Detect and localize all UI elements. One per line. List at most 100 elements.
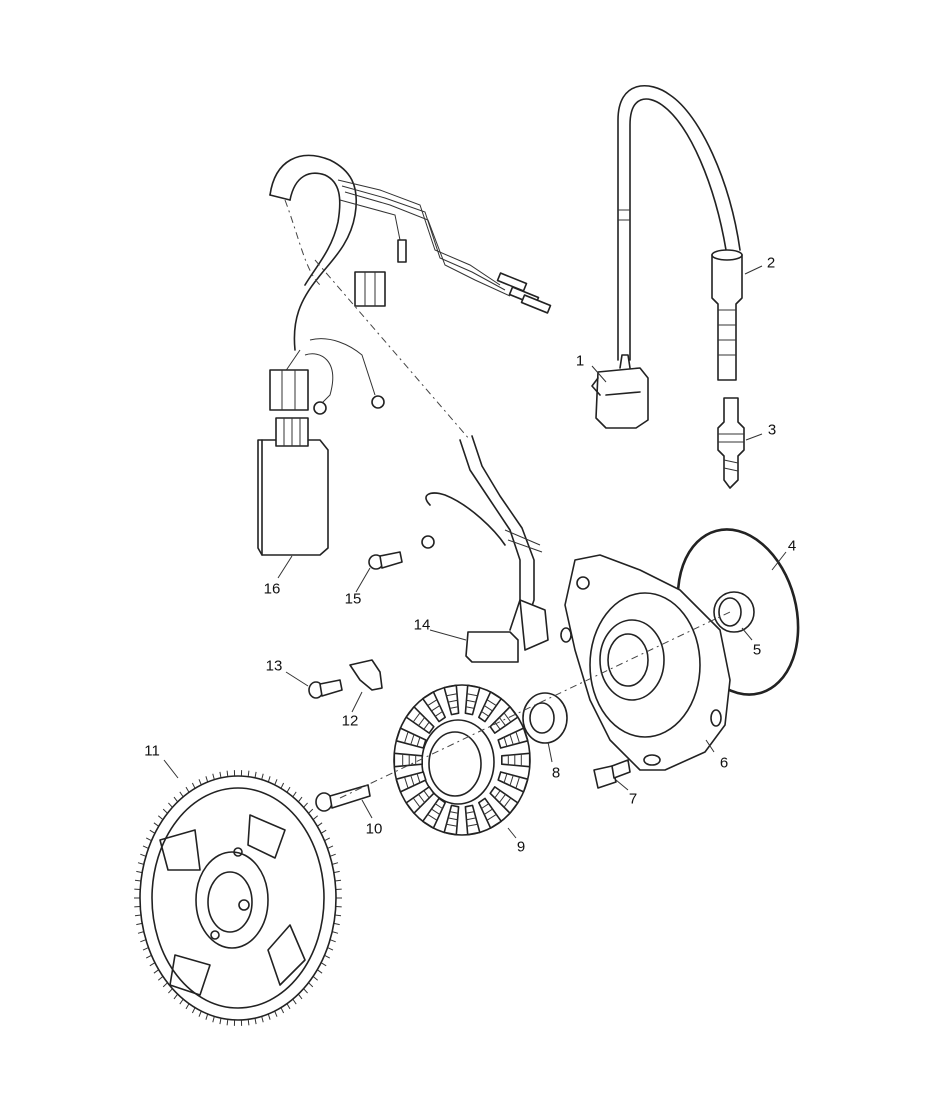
flywheel-tooth <box>268 1014 270 1020</box>
stator-drawing <box>394 685 530 835</box>
flywheel-tooth <box>213 1016 215 1022</box>
flywheel-tooth <box>330 940 336 942</box>
flywheel-tooth <box>186 1004 189 1009</box>
flywheel-tooth <box>150 830 155 833</box>
flywheel-tooth <box>262 774 264 780</box>
flywheel-tooth <box>248 771 249 777</box>
flywheel-tooth <box>180 792 183 797</box>
flywheel-tooth <box>255 772 256 778</box>
flywheel-tooth <box>192 783 195 788</box>
flywheel-tooth <box>321 963 326 966</box>
flywheel-tooth <box>158 816 163 820</box>
flywheel-tooth <box>180 999 183 1004</box>
pickup-sensor-drawing <box>426 436 548 662</box>
flywheel-tooth <box>287 787 290 792</box>
part-number-14: 14 <box>414 618 431 633</box>
flywheel-tooth <box>163 809 167 813</box>
flywheel-tooth <box>281 1008 284 1013</box>
flywheel-tooth <box>227 1019 228 1025</box>
sensor-screw-drawing <box>369 536 434 569</box>
flywheel-tooth <box>328 948 334 951</box>
flywheel-tooth <box>334 923 340 924</box>
flywheel-tooth <box>275 779 277 785</box>
part-number-4: 4 <box>788 539 796 554</box>
flywheel-tooth <box>163 983 167 987</box>
flywheel-tooth <box>281 783 284 788</box>
flywheel-tooth <box>262 1016 264 1022</box>
flywheel-tooth <box>332 863 338 865</box>
flywheel-tooth <box>309 809 313 813</box>
part-number-15: 15 <box>345 592 362 607</box>
flywheel-tooth <box>304 989 308 993</box>
flywheel-tooth <box>135 915 141 916</box>
flywheel-tooth <box>140 854 146 856</box>
flywheel-tooth <box>332 932 338 934</box>
flywheel-tooth <box>220 772 221 778</box>
flywheel-tooth <box>287 1004 290 1009</box>
flywheel-tooth <box>309 983 313 987</box>
flywheel-tooth <box>143 948 149 951</box>
part-number-16: 16 <box>264 582 281 597</box>
flywheel-tooth <box>248 1019 249 1025</box>
part-number-12: 12 <box>342 714 359 729</box>
flywheel-tooth <box>293 792 296 797</box>
flywheel-tooth <box>192 1008 195 1013</box>
flywheel-tooth <box>186 787 189 792</box>
flywheel-tooth <box>206 776 208 782</box>
flywheel-tooth <box>199 779 201 785</box>
flywheel-tooth <box>206 1014 208 1020</box>
flywheel-drawing <box>134 770 342 1026</box>
stator-housing-drawing <box>561 555 730 770</box>
flywheel-tooth <box>136 923 142 924</box>
flywheel-tooth <box>146 838 151 841</box>
flywheel-tooth <box>138 863 144 865</box>
part-number-13: 13 <box>266 659 283 674</box>
flywheel-tooth <box>293 999 296 1004</box>
cdi-module-drawing <box>258 418 328 555</box>
flywheel-tooth <box>168 803 172 807</box>
stator-bolt-drawing <box>316 785 370 811</box>
wire-clamp-drawing <box>350 660 382 690</box>
flywheel-tooth <box>138 932 144 934</box>
spark-plug-cap-drawing <box>712 250 742 380</box>
flywheel-tooth <box>154 970 159 974</box>
part-number-1: 1 <box>576 354 584 369</box>
flywheel-tooth <box>321 830 326 833</box>
flywheel-tooth <box>227 771 228 777</box>
flywheel-tooth <box>174 797 178 802</box>
flywheel-tooth <box>325 838 330 841</box>
flywheel-tooth <box>174 994 178 999</box>
flywheel-tooth <box>328 846 334 849</box>
flywheel-tooth <box>255 1018 256 1024</box>
flywheel-tooth <box>325 955 330 958</box>
part-number-9: 9 <box>517 840 525 855</box>
flywheel-tooth <box>158 976 163 980</box>
flywheel-tooth <box>154 823 159 827</box>
clamp-screw-drawing <box>309 680 342 698</box>
flywheel-tooth <box>335 880 341 881</box>
spark-plug-drawing <box>718 398 744 488</box>
flywheel-tooth <box>335 915 341 916</box>
part-number-6: 6 <box>720 756 728 771</box>
flywheel-tooth <box>313 976 318 980</box>
flywheel-tooth <box>135 880 141 881</box>
part-number-7: 7 <box>629 792 637 807</box>
flywheel-tooth <box>298 994 302 999</box>
seal-small-drawing <box>714 592 754 632</box>
flywheel-tooth <box>143 846 149 849</box>
flywheel-tooth <box>334 871 340 872</box>
flywheel-tooth <box>213 774 215 780</box>
part-number-5: 5 <box>753 643 761 658</box>
part-number-8: 8 <box>552 766 560 781</box>
flywheel-tooth <box>313 816 318 820</box>
flywheel-tooth <box>317 823 322 827</box>
housing-bolt-drawing <box>594 760 630 788</box>
flywheel-tooth <box>268 776 270 782</box>
flywheel-tooth <box>275 1011 277 1017</box>
stator-pole <box>394 753 422 766</box>
stator-pole <box>502 753 530 766</box>
flywheel-tooth <box>146 955 151 958</box>
wiring-harness <box>270 155 550 414</box>
part-number-11: 11 <box>144 744 160 759</box>
